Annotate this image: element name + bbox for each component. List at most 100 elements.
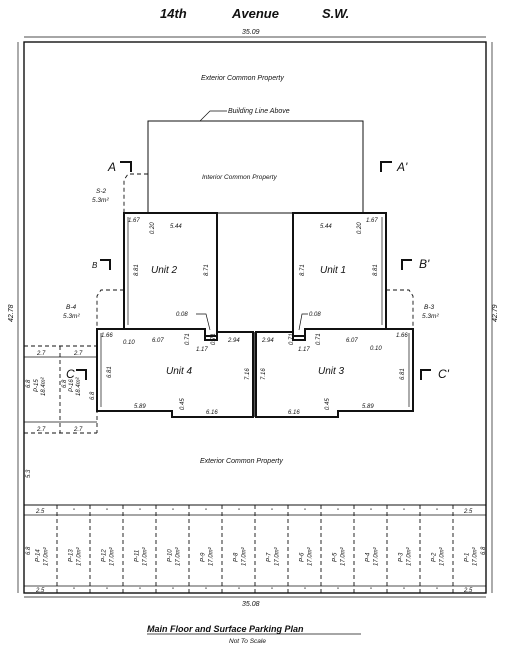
stall-width-ditto: " [172,509,175,515]
unit-3-dim-b: 0.10 [370,346,382,352]
stall-p16-length: 6.8 [62,379,68,388]
stall-p15-area: 18.4m² [41,376,47,396]
building-line-above [147,120,364,214]
unit-4-dim-f: 0.71 [185,333,191,345]
section-b: B [92,261,98,270]
stall-area: 17.0m² [143,546,149,566]
left-side-dimension: 5.3 [26,469,32,478]
stall-width-ditto: " [238,509,241,515]
unit-4-right: 7.16 [245,368,251,380]
stall-area: 17.0m² [440,546,446,566]
unit-2-width: 5.44 [170,224,182,230]
unit-1-right: 8.81 [373,264,379,276]
stall-width-ditto: " [337,588,340,594]
unit-3-dim-f: 0.71 [289,333,295,345]
parking-length-left: 6.8 [26,546,32,555]
plan-title: Main Floor and Surface Parking Plan [147,624,304,634]
unit-4-bottom: 5.89 [134,404,146,410]
stall-p16-label: P-16 [69,379,75,392]
unit-4-dim-a: 1.66 [101,333,113,339]
stall-label: P-14 [36,549,42,562]
unit-4-label: Unit 4 [166,366,193,377]
unit-4-top: 6.07 [152,338,164,344]
stall-label: P-2 [432,552,438,562]
unit-4-dim-b: 0.10 [123,340,135,346]
section-b-prime-marker [401,259,412,270]
stall-area: 17.0m² [77,546,83,566]
right-dimension: 42.79 [492,304,499,322]
stall-label: P-9 [201,552,207,562]
parking-length-right: 6.8 [481,546,487,555]
building-line-leader [199,110,227,122]
stall-p16-area: 18.4m² [76,376,82,396]
storage-b4-outline [96,289,124,328]
storage-b3-label: B-3 [424,304,435,311]
left-dimension: 42.78 [8,304,15,322]
unit-3-left: 7.16 [261,368,267,380]
storage-b3-area: 5.3m² [422,313,439,320]
parking-end-width-left-top: 2.5 [35,509,45,515]
stall-width-ditto: " [436,509,439,515]
parking-end-width-right-top: 2.5 [463,509,473,515]
unit-4-dim-i: 0.08 [176,312,188,318]
stall-width-ditto: " [403,509,406,515]
unit-4-dim-e: 2.94 [227,338,240,344]
section-b-prime: B' [419,257,430,271]
stall-area: 17.0m² [275,546,281,566]
stall-p15-label: P-15 [34,379,40,392]
stall-area: 17.0m² [473,546,479,566]
bottom-dimension: 35.08 [242,601,260,608]
unit-4-dim-h: 1.17 [196,347,208,353]
stall-label: P-11 [135,550,141,562]
stall-width-ditto: " [238,588,241,594]
stall-width-ditto: " [106,509,109,515]
stall-width-ditto: " [172,588,175,594]
stall-width-ditto: " [370,588,373,594]
storage-s2-label: S-2 [96,188,107,195]
stall-width-ditto: " [205,509,208,515]
stall-area: 17.0m² [374,546,380,566]
unit-4-left: 6.81 [107,366,113,378]
unit-2-label: Unit 2 [151,265,178,276]
section-b-marker [100,259,111,270]
stall-area: 17.0m² [44,546,50,566]
unit-4-dim-g: 0.71 [211,333,217,345]
stall-width-ditto: " [139,588,142,594]
stall-width-ditto: " [403,588,406,594]
stall-label: P-7 [267,552,273,562]
unit-3-dim-e: 2.94 [261,338,274,344]
unit-2-height: 8.71 [204,264,210,276]
stall-width-ditto: " [73,509,76,515]
section-a: A [107,160,116,174]
parking-end-width-right-bottom: 2.5 [463,588,473,594]
stall-label: P-6 [300,552,306,562]
section-a-prime: A' [396,160,408,174]
stall-width-ditto: " [304,509,307,515]
stall-area: 17.0m² [242,546,248,566]
unit-1-label: Unit 1 [320,265,346,276]
stall-width-ditto: " [73,588,76,594]
stall-label: P-12 [102,549,108,562]
unit-4-dim-c: 0.45 [180,398,186,410]
unit-1-dim-b: 0.20 [357,222,363,234]
stall-label: P-8 [234,552,240,562]
unit-3-dim-g: 0.71 [316,333,322,345]
stall-p16-side: 6.8 [90,391,96,400]
street-quadrant: S.W. [322,6,349,21]
left-parking-w4: 2.7 [73,427,83,433]
stall-area: 17.0m² [341,546,347,566]
left-parking-w1: 2.7 [36,351,46,357]
left-parking-outline [24,345,98,434]
stall-label: P-13 [69,549,75,562]
left-parking-w3: 2.7 [36,427,46,433]
stall-area: 17.0m² [308,546,314,566]
plan-subtitle: Not To Scale [229,638,266,645]
street-name: Avenue [231,6,279,21]
interior-common-property: Interior Common Property [202,174,278,181]
left-parking: 2.7 2.7 2.7 2.7 6.8 P-15 18.4m² 6.8 P-16… [24,345,98,478]
exterior-common-property-top: Exterior Common Property [201,75,284,82]
unit-2-left: 8.81 [134,264,140,276]
storage-s2-outline [123,173,148,213]
unit-3-top: 6.07 [346,338,358,344]
